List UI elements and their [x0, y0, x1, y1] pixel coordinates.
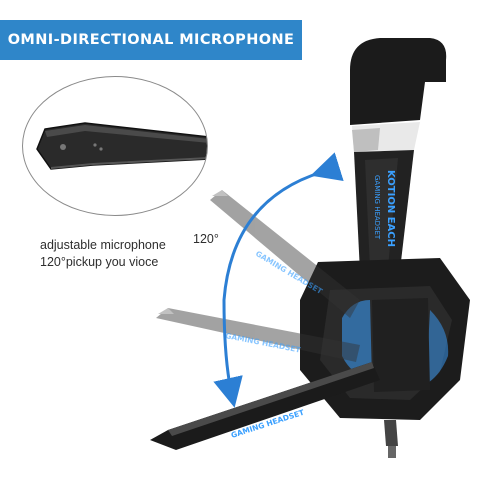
- caption-line-1: adjustable microphone: [40, 238, 166, 252]
- microphone-caption: adjustable microphone 120°pickup you vio…: [40, 237, 190, 271]
- headband: [350, 38, 447, 272]
- angle-label: 120°: [193, 232, 219, 246]
- headset-model-text-vertical: GAMING HEADSET: [373, 175, 381, 240]
- curved-arrow-icon: [213, 152, 344, 408]
- banner-title: OMNI-DIRECTIONAL MICROPHONE: [7, 32, 295, 48]
- caption-line-2: 120°pickup you vioce: [40, 255, 159, 269]
- microphone-tip-icon: [36, 122, 207, 170]
- headset-brand-text: KOTION EACH: [385, 170, 396, 247]
- microphone-closeup: [22, 76, 208, 216]
- feature-banner: OMNI-DIRECTIONAL MICROPHONE: [0, 20, 302, 60]
